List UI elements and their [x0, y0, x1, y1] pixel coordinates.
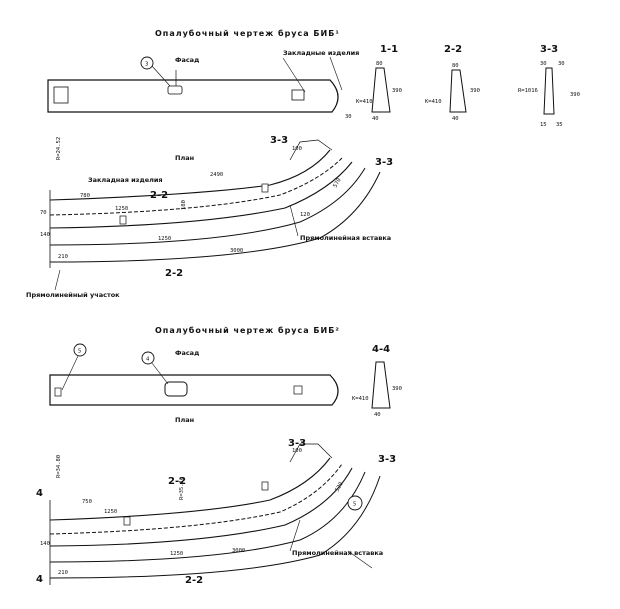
- plan2-cut-3-left: 3-3: [288, 438, 306, 449]
- svg-text:1250: 1250: [158, 236, 171, 242]
- svg-text:390: 390: [570, 92, 580, 98]
- plan2-cut-3-right: 3-3: [378, 454, 396, 465]
- plan1-label: План: [175, 154, 194, 162]
- svg-text:R=24.52: R=24.52: [56, 137, 62, 160]
- svg-text:210: 210: [58, 570, 68, 576]
- plan1-embedded-label: Закладная изделия: [88, 176, 163, 184]
- facade1-label: Фасад: [175, 56, 199, 64]
- svg-text:210: 210: [58, 254, 68, 260]
- svg-text:1250: 1250: [104, 509, 117, 515]
- svg-text:1-1: 1-1: [380, 44, 398, 55]
- plan2-curved-beam: [49, 443, 381, 585]
- svg-text:3-3: 3-3: [540, 44, 558, 55]
- svg-text:140: 140: [40, 232, 50, 238]
- svg-text:4: 4: [146, 357, 150, 363]
- svg-text:520: 520: [335, 481, 345, 493]
- facade2-marker-mid: 4: [141, 351, 169, 385]
- svg-text:35: 35: [556, 122, 563, 128]
- plan1-insert-label: Прямолинейная вставка: [300, 234, 391, 242]
- plan2-cut-2-top: 2-2: [168, 476, 186, 487]
- plan1-cut-2-top: 2-2: [150, 190, 168, 201]
- svg-text:100: 100: [292, 448, 302, 454]
- sheet1-title: Опалубочный чертеж бруса БИБ¹: [155, 28, 340, 38]
- svg-text:3: 3: [145, 62, 148, 68]
- section-2-2: 2-2 80 390 K=410 40: [425, 44, 480, 122]
- svg-text:5: 5: [353, 502, 356, 508]
- svg-text:70: 70: [40, 210, 47, 216]
- plan2-cut-4-top: 4: [36, 488, 43, 499]
- svg-text:30: 30: [558, 61, 565, 67]
- svg-text:3000: 3000: [230, 248, 243, 254]
- svg-text:R=34.80: R=34.80: [56, 455, 62, 478]
- section-3-3: 3-3 30 30 390 R=1016 15 35: [518, 44, 580, 128]
- svg-text:40: 40: [374, 412, 381, 418]
- plan1-cut-3-left: 3-3: [270, 135, 288, 146]
- embedded-parts-label: Закладные изделия: [283, 49, 359, 57]
- svg-text:K=410: K=410: [356, 99, 373, 105]
- svg-text:120: 120: [300, 212, 310, 218]
- facade2-beam: [49, 374, 339, 406]
- svg-text:80: 80: [376, 61, 383, 67]
- plan2-insert-label: Прямолинейная вставка: [292, 549, 383, 557]
- svg-text:1250: 1250: [115, 206, 128, 212]
- facade2-marker-left: 5: [61, 343, 87, 391]
- svg-text:780: 780: [80, 193, 90, 199]
- svg-text:30: 30: [540, 61, 547, 67]
- svg-text:100: 100: [292, 146, 302, 152]
- svg-text:570: 570: [333, 177, 343, 189]
- sheet2-title: Опалубочный чертеж бруса БИБ²: [155, 325, 340, 335]
- svg-text:R=1016: R=1016: [518, 88, 538, 94]
- svg-text:80: 80: [452, 63, 459, 69]
- svg-text:2-2: 2-2: [444, 44, 462, 55]
- svg-text:30: 30: [345, 114, 352, 120]
- svg-text:1250: 1250: [170, 551, 183, 557]
- svg-text:2490: 2490: [210, 172, 223, 178]
- section-1-1: 1-1 80 390 K=410 40 30: [345, 44, 402, 122]
- svg-text:390: 390: [392, 386, 402, 392]
- svg-text:K=410: K=410: [352, 396, 369, 402]
- plan2-cut-2-bottom: 2-2: [185, 575, 203, 586]
- svg-text:4-4: 4-4: [372, 344, 390, 355]
- facade2-label: Фасад: [175, 349, 199, 357]
- plan2-label: План: [175, 416, 194, 424]
- svg-text:5: 5: [78, 349, 81, 355]
- svg-text:K=410: K=410: [425, 99, 442, 105]
- plan1-straight-label: Прямолинейный участок: [26, 291, 120, 299]
- plan1-cut-3-right: 3-3: [375, 157, 393, 168]
- svg-text:390: 390: [392, 88, 402, 94]
- facade1-marker: 3: [140, 56, 171, 87]
- svg-text:15: 15: [540, 122, 547, 128]
- plan2-cut-4-bottom: 4: [36, 574, 43, 585]
- svg-text:180: 180: [181, 200, 187, 210]
- svg-text:140: 140: [40, 541, 50, 547]
- svg-text:40: 40: [452, 116, 459, 122]
- plan2-marker: 5: [347, 495, 363, 511]
- svg-text:R=35.16: R=35.16: [179, 477, 185, 500]
- plan1-curved-beam: [49, 139, 381, 268]
- plan1-cut-2-bottom: 2-2: [165, 268, 183, 279]
- svg-text:40: 40: [372, 116, 379, 122]
- svg-text:390: 390: [470, 88, 480, 94]
- section-4-4: 4-4 390 K=410 40: [352, 344, 402, 418]
- svg-text:750: 750: [82, 499, 92, 505]
- svg-text:3000: 3000: [232, 548, 245, 554]
- facade1-beam: Фасад: [47, 56, 339, 113]
